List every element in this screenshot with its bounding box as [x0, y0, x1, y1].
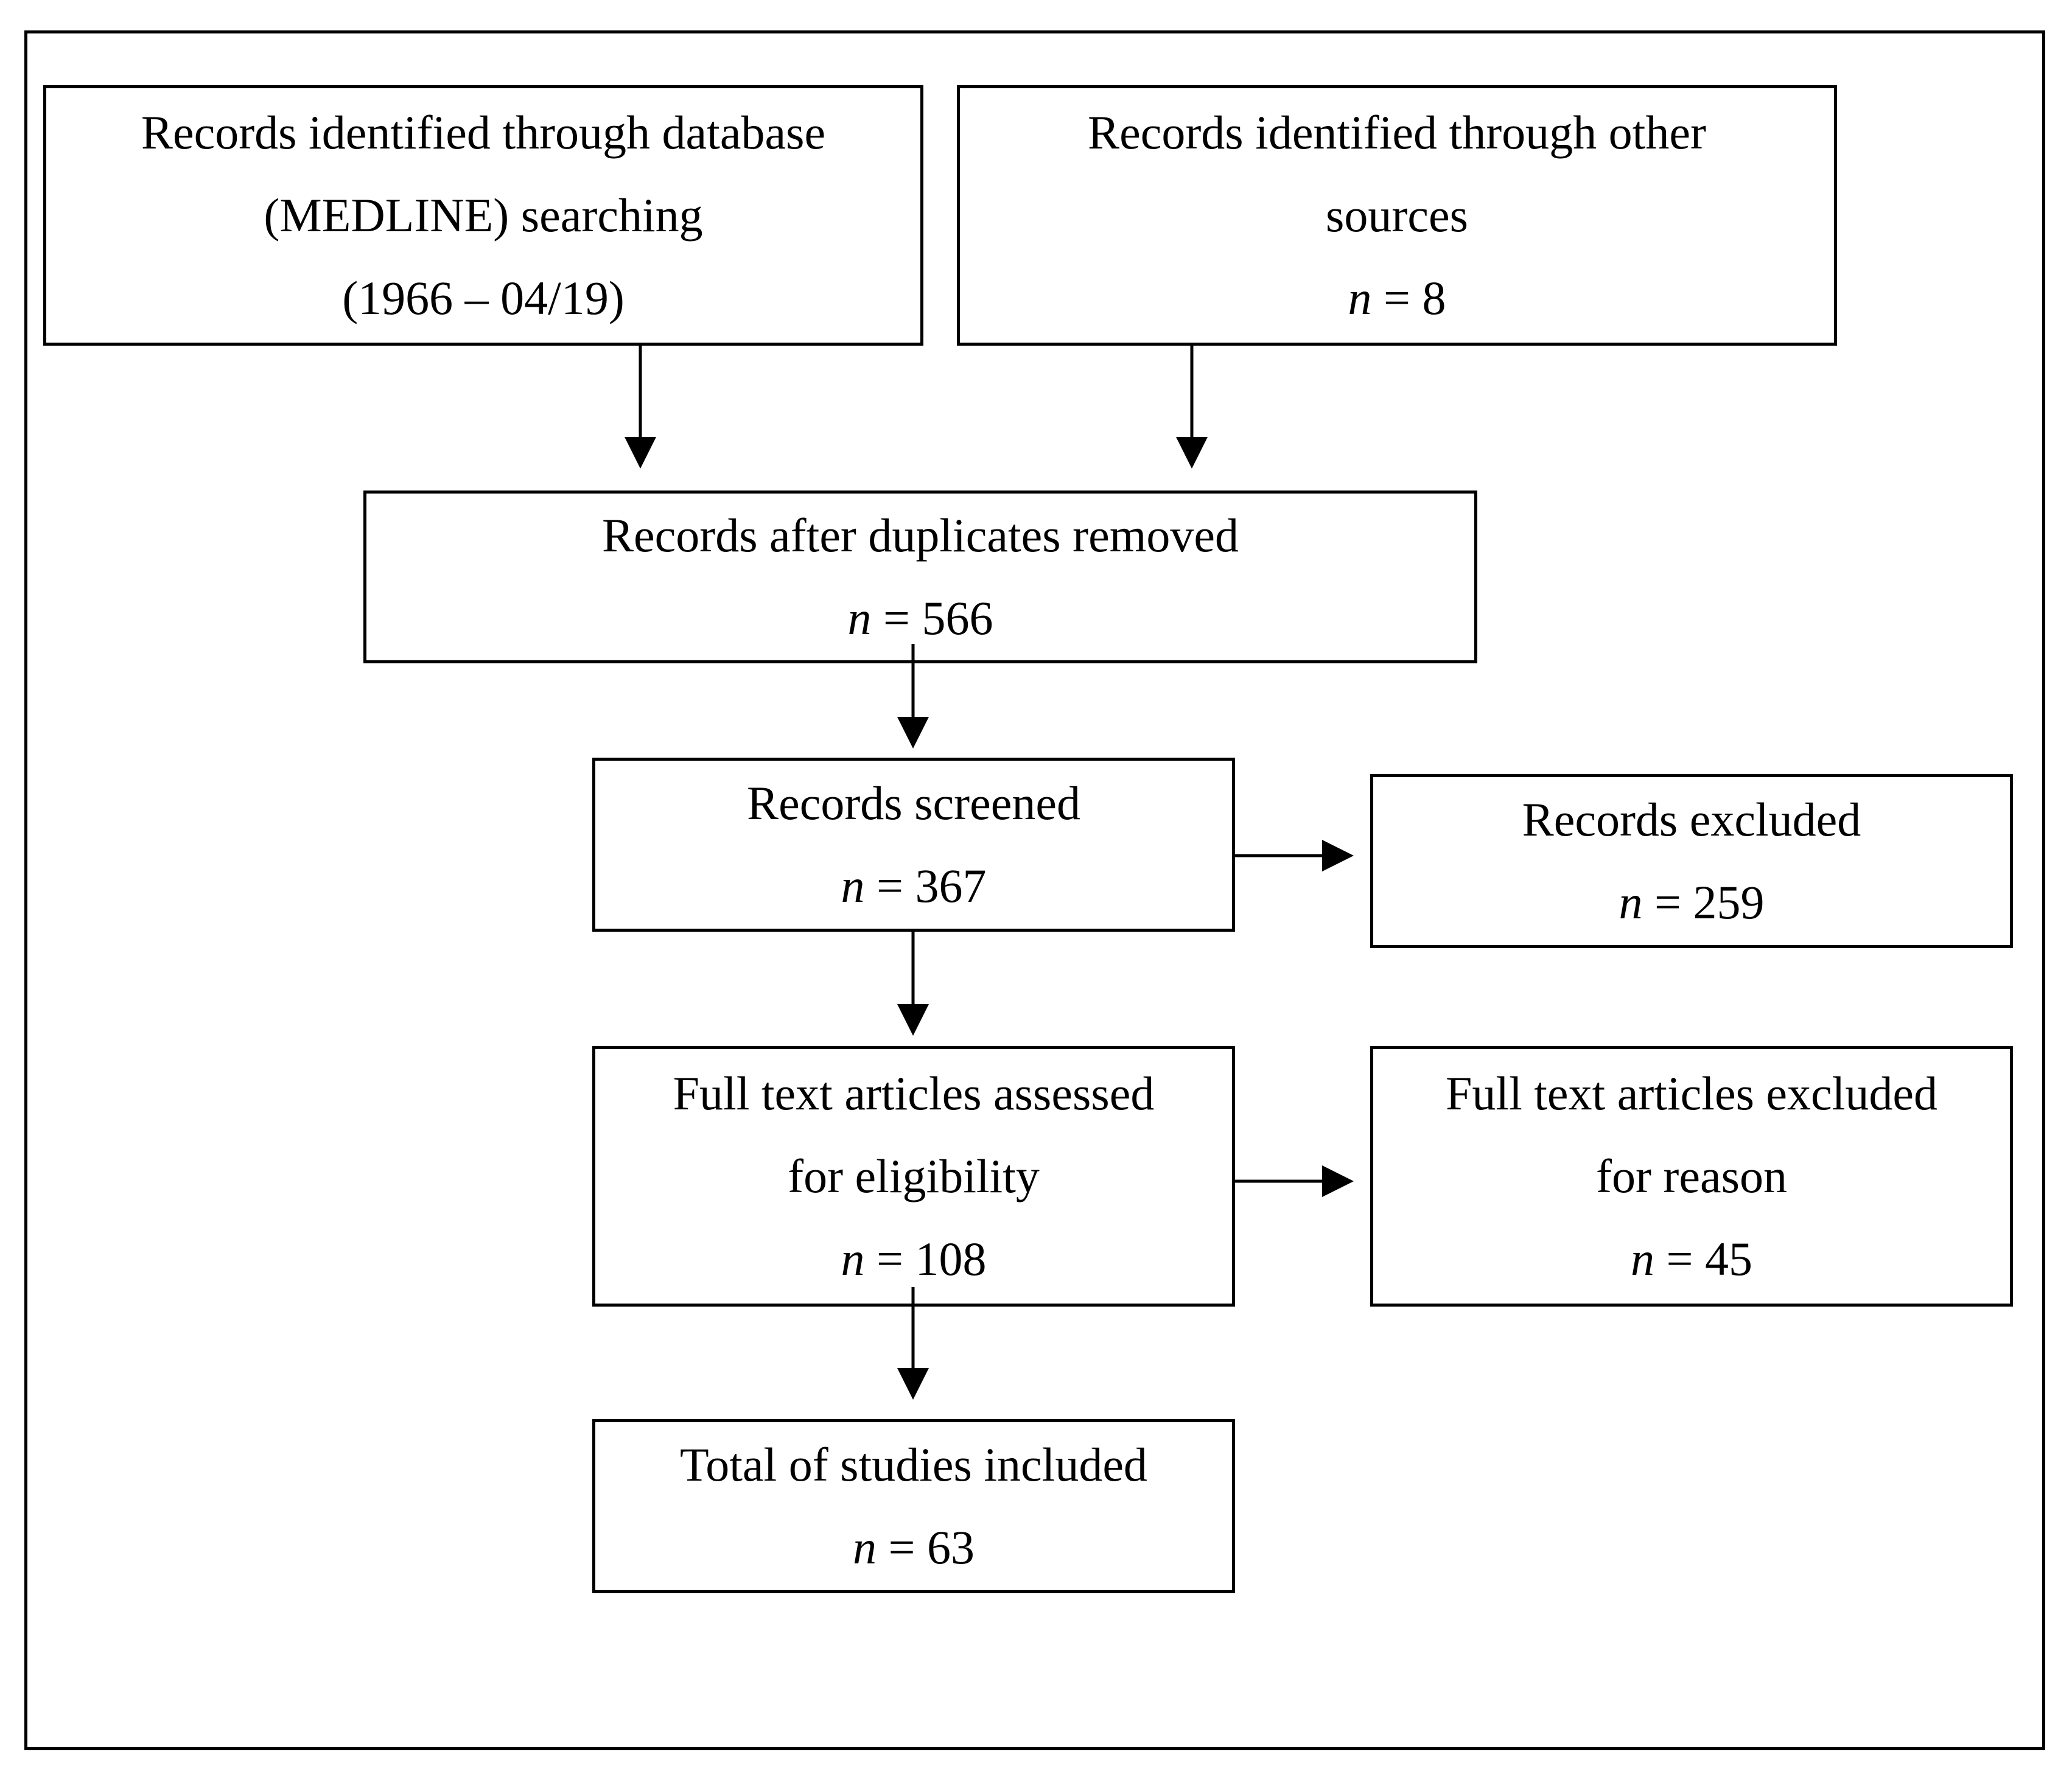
n-symbol: n [853, 1521, 877, 1574]
other-sources-line-2: sources [1326, 189, 1468, 242]
n-value: = 45 [1654, 1232, 1753, 1285]
full-text-assessed-line-1: Full text articles assessed [673, 1067, 1155, 1120]
included-count: n = 63 [853, 1506, 975, 1589]
excluded-line-1: Records excluded [1522, 793, 1861, 846]
box-studies-included: Total of studies included n = 63 [592, 1419, 1235, 1593]
n-value: = 259 [1642, 876, 1765, 929]
n-value: = 63 [877, 1521, 975, 1574]
screened-count: n = 367 [841, 845, 987, 927]
diagram-frame [24, 30, 2045, 1750]
box-database-records: Records identified through database (MED… [43, 85, 923, 346]
other-sources-line-1: Records identified through other [1088, 106, 1706, 159]
box-after-duplicates: Records after duplicates removed n = 566 [363, 491, 1477, 663]
box-full-text-assessed: Full text articles assessed for eligibil… [592, 1046, 1235, 1307]
database-line-1: Records identified through database [141, 106, 826, 159]
other-sources-count: n = 8 [1348, 257, 1446, 340]
box-other-sources: Records identified through other sources… [957, 85, 1837, 346]
full-text-excluded-line-1: Full text articles excluded [1446, 1067, 1937, 1120]
screened-line-1: Records screened [747, 777, 1080, 829]
full-text-assessed-line-2: for eligibility [788, 1150, 1040, 1203]
full-text-assessed-count: n = 108 [841, 1218, 987, 1300]
n-symbol: n [841, 859, 865, 912]
n-value: = 566 [871, 592, 993, 644]
full-text-excluded-line-2: for reason [1595, 1150, 1788, 1203]
excluded-count: n = 259 [1619, 861, 1765, 944]
n-symbol: n [1619, 876, 1643, 929]
database-line-3: (1966 – 04/19) [342, 271, 625, 324]
n-symbol: n [841, 1232, 865, 1285]
database-line-2: (MEDLINE) searching [264, 189, 703, 242]
n-value: = 8 [1371, 271, 1446, 324]
box-records-excluded: Records excluded n = 259 [1370, 774, 2013, 948]
box-full-text-excluded: Full text articles excluded for reason n… [1370, 1046, 2013, 1307]
box-records-screened: Records screened n = 367 [592, 758, 1235, 932]
n-symbol: n [1631, 1232, 1654, 1285]
full-text-excluded-count: n = 45 [1631, 1218, 1752, 1300]
included-line-1: Total of studies included [680, 1438, 1147, 1491]
after-duplicates-count: n = 566 [848, 577, 993, 660]
n-value: = 367 [864, 859, 987, 912]
n-symbol: n [1348, 271, 1372, 324]
after-duplicates-line-1: Records after duplicates removed [601, 509, 1239, 562]
n-value: = 108 [864, 1232, 987, 1285]
n-symbol: n [847, 592, 872, 644]
